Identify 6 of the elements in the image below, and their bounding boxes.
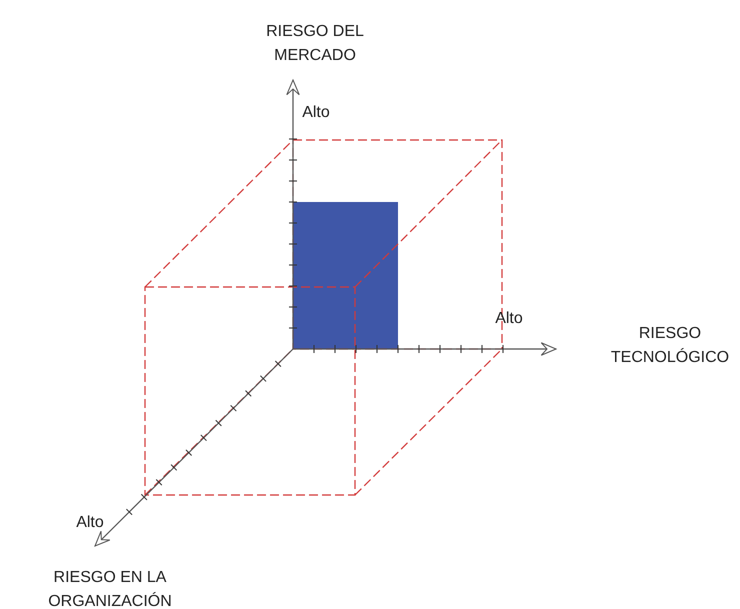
axis-title: RIESGO TECNOLÓGICO [610,324,730,368]
axis-title: RIESGO DEL MERCADO [265,22,365,66]
axis-title: RIESGO EN LA ORGANIZACIÓN [47,568,173,609]
axis-end-label: Alto [494,309,524,329]
axis-end-label: Alto [75,513,105,533]
axis-end-label: Alto [301,103,331,123]
